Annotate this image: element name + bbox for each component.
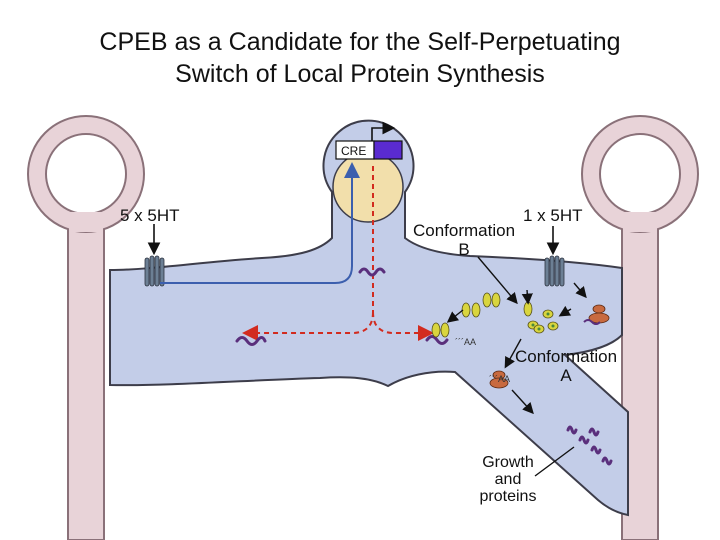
label-1x-5ht: 1 x 5HT — [523, 206, 583, 225]
conformation-a-line-2: A — [560, 366, 572, 385]
label-conformation-b: Conformation B — [406, 221, 522, 259]
title-line-2: Switch of Local Protein Synthesis — [175, 60, 545, 88]
left-dendritic-spine — [27, 115, 145, 540]
label-5x-5ht: 5 x 5HT — [120, 206, 180, 225]
label-growth-proteins: Growth and proteins — [468, 454, 548, 505]
receptor-left — [144, 255, 165, 287]
neuron-cell-body — [109, 119, 629, 517]
mrna-strands — [235, 267, 613, 466]
growth-line-2: and — [494, 471, 522, 488]
growth-line-3: proteins — [479, 488, 537, 505]
polya-label-upper: ´´´AA — [455, 337, 476, 347]
cpeb-molecules — [431, 292, 559, 338]
label-conformation-a: Conformation A — [508, 347, 624, 385]
cpeb-active-dots — [531, 312, 555, 331]
mrna-transport-paths — [242, 166, 434, 341]
nucleus — [332, 151, 404, 223]
signal-path-to-nucleus — [160, 162, 360, 284]
cre-promoter — [335, 121, 403, 160]
annotation-arrows — [446, 256, 587, 477]
polya-label-lower: ´´´AA — [489, 374, 510, 384]
conformation-a-line-1: Conformation — [514, 347, 618, 366]
growth-line-1: Growth — [482, 454, 534, 471]
conformation-b-line-1: Conformation — [412, 221, 516, 240]
slide-title: CPEB as a Candidate for the Self-Perpetu… — [0, 26, 720, 90]
cre-label: CRE — [341, 144, 366, 158]
right-dendritic-spine — [581, 115, 699, 540]
ribosome-upper — [583, 304, 610, 325]
ribosome-lower — [489, 370, 509, 389]
conformation-b-line-2: B — [458, 240, 470, 259]
receptor-right — [544, 255, 565, 287]
title-line-1: CPEB as a Candidate for the Self-Perpetu… — [99, 28, 621, 56]
